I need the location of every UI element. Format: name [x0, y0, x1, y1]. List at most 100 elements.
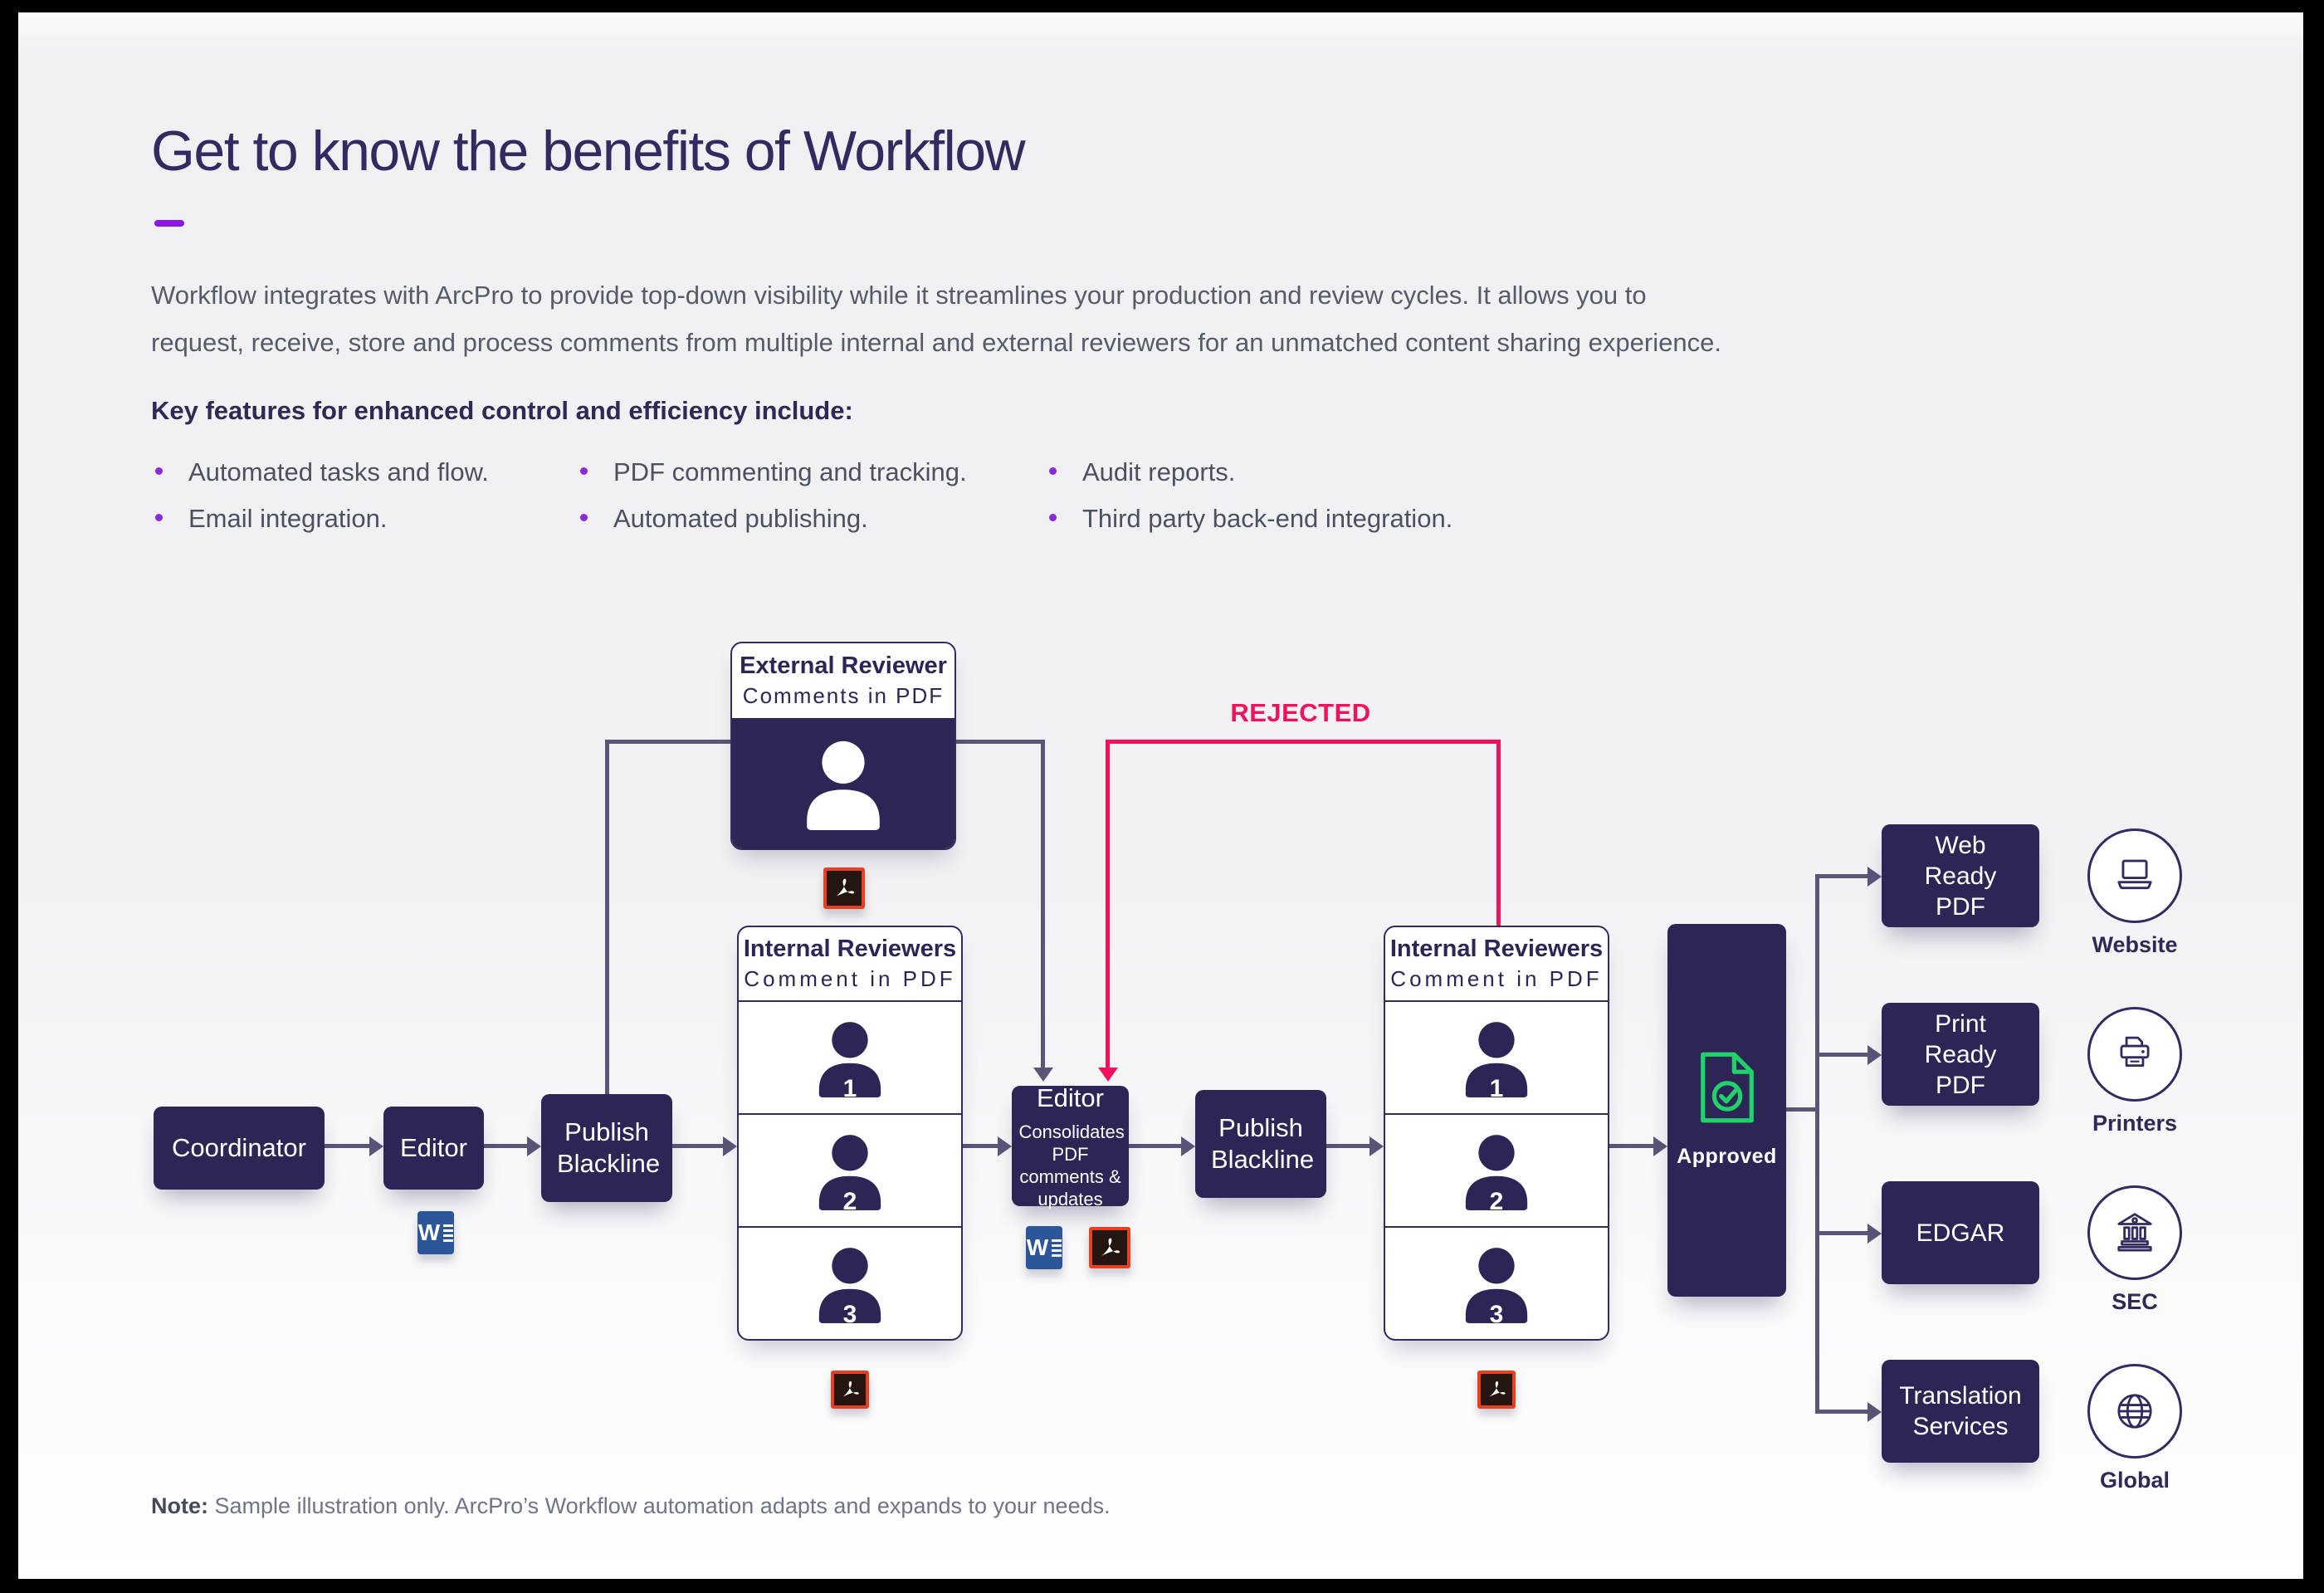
feature-item: Email integration.	[155, 504, 388, 534]
edgar-node: EDGAR	[1882, 1181, 2039, 1284]
internal-reviewers-2-title: Internal Reviewers	[1389, 936, 1604, 962]
arrow-to-web-ready	[1818, 866, 1882, 887]
external-reviewer-panel: External Reviewer Comments in PDF	[730, 642, 956, 850]
reviewer-number: 1	[1489, 1075, 1504, 1102]
feature-label: Audit reports.	[1082, 457, 1236, 486]
internal-reviewers-2-panel: Internal Reviewers Comment in PDF 1 2 3	[1384, 926, 1609, 1341]
acrobat-pdf-icon	[823, 867, 865, 909]
content-card: Get to know the benefits of Workflow Wor…	[18, 12, 2303, 1579]
word-letter: W	[1026, 1234, 1049, 1260]
feature-label: Automated publishing.	[613, 504, 868, 533]
globe-icon	[2117, 1394, 2152, 1429]
arrow-to-translation	[1818, 1401, 1882, 1422]
printers-label: Printers	[2092, 1111, 2178, 1136]
arrow-editor2-publish2	[1129, 1136, 1195, 1156]
feature-item: Audit reports.	[1049, 457, 1236, 487]
word-doc-icon: W	[1026, 1226, 1062, 1269]
publish-blackline-1-label: Publish Blackline	[557, 1117, 661, 1178]
global-label: Global	[2099, 1468, 2170, 1493]
connector-approved-out	[1786, 1107, 1818, 1112]
features-heading: Key features for enhanced control and ef…	[151, 396, 853, 425]
word-letter: W	[417, 1219, 441, 1245]
bullet-dot-icon	[1049, 514, 1057, 521]
feature-item: Automated publishing.	[580, 504, 868, 534]
feature-label: PDF commenting and tracking.	[613, 457, 967, 486]
reviewer-row: 3	[739, 1226, 961, 1339]
print-ready-pdf-node: Print Ready PDF	[1882, 1003, 2039, 1106]
word-doc-icon: W	[417, 1211, 454, 1254]
bullet-dot-icon	[1049, 467, 1057, 475]
rejected-line-from-reviewers	[1496, 740, 1501, 929]
rejected-arrow-to-editor	[1097, 740, 1118, 1082]
edgar-label: EDGAR	[1916, 1219, 2005, 1247]
internal-reviewers-2-header: Internal Reviewers Comment in PDF	[1385, 927, 1608, 1002]
arrow-reviewers2-approved	[1609, 1136, 1667, 1156]
external-reviewer-header: External Reviewer Comments in PDF	[732, 643, 954, 718]
external-reviewer-subtitle: Comments in PDF	[742, 683, 945, 708]
reviewer-row: 2	[1385, 1113, 1608, 1226]
footnote-text: Sample illustration only. ArcPro’s Workf…	[214, 1493, 1111, 1518]
bullet-dot-icon	[580, 514, 588, 521]
web-ready-pdf-label: Web Ready PDF	[1924, 831, 1997, 921]
acrobat-pdf-icon	[1477, 1371, 1516, 1409]
global-circle	[2087, 1364, 2182, 1459]
internal-reviewers-1-subtitle: Comment in PDF	[744, 966, 956, 991]
word-doc-lines	[1052, 1239, 1062, 1257]
person-icon	[818, 1134, 881, 1210]
acrobat-pdf-icon	[1089, 1227, 1130, 1268]
translation-services-node: Translation Services	[1882, 1360, 2039, 1463]
arrow-publish1-reviewers1	[672, 1136, 737, 1156]
person-icon	[818, 1021, 881, 1097]
printer-icon	[2120, 1036, 2150, 1068]
reviewer-row: 3	[1385, 1226, 1608, 1339]
bank-icon	[2117, 1213, 2152, 1252]
bullet-dot-icon	[155, 467, 163, 475]
arrow-editor-publish1	[484, 1136, 541, 1156]
word-doc-lines	[443, 1224, 454, 1242]
coordinator-node: Coordinator	[154, 1107, 325, 1190]
person-icon	[1465, 1134, 1528, 1210]
approved-document-icon	[1700, 1052, 1754, 1122]
rejected-line-top	[1106, 740, 1501, 744]
distribution-line	[1815, 874, 1819, 1414]
website-label: Website	[2092, 932, 2178, 957]
translation-services-label: Translation Services	[1899, 1382, 2022, 1440]
website-circle	[2087, 828, 2182, 923]
reviewer-number: 3	[842, 1301, 857, 1328]
internal-reviewers-1-panel: Internal Reviewers Comment in PDF 1 2 3	[737, 926, 963, 1341]
page-title: Get to know the benefits of Workflow	[151, 120, 1026, 183]
sec-label: SEC	[2112, 1289, 2158, 1314]
feature-item: Automated tasks and flow.	[155, 457, 489, 487]
title-accent-dash	[154, 220, 184, 227]
internal-reviewers-1-header: Internal Reviewers Comment in PDF	[739, 927, 961, 1002]
intro-line-1: Workflow integrates with ArcPro to provi…	[151, 281, 1647, 310]
rejected-label: REJECTED	[1230, 698, 1371, 727]
sec-circle	[2087, 1185, 2182, 1280]
publish-blackline-2-node: Publish Blackline	[1195, 1090, 1326, 1198]
editor-label: Editor	[400, 1133, 467, 1162]
arrow-publish2-reviewers2	[1326, 1136, 1384, 1156]
bullet-dot-icon	[580, 467, 588, 475]
publish-blackline-1-node: Publish Blackline	[541, 1094, 672, 1202]
person-icon	[818, 1247, 881, 1323]
publish-blackline-2-label: Publish Blackline	[1211, 1113, 1315, 1174]
person-icon	[807, 740, 880, 830]
laptop-icon	[2117, 859, 2152, 890]
arrow-to-edgar	[1818, 1223, 1882, 1244]
arrow-coordinator-editor	[325, 1136, 383, 1156]
external-reviewer-title: External Reviewer	[740, 652, 947, 679]
reviewer-number: 2	[842, 1188, 857, 1215]
print-ready-pdf-label: Print Ready PDF	[1924, 1009, 1997, 1099]
footnote: Note: Sample illustration only. ArcPro’s…	[151, 1493, 1111, 1519]
reviewer-row: 1	[739, 1002, 961, 1113]
feature-item: Third party back-end integration.	[1049, 504, 1453, 534]
printers-circle	[2087, 1007, 2182, 1102]
editor-node: Editor	[383, 1107, 484, 1190]
feature-label: Third party back-end integration.	[1082, 504, 1453, 533]
feature-label: Automated tasks and flow.	[188, 457, 489, 486]
footnote-label: Note:	[151, 1493, 208, 1518]
editor-consolidates-title: Editor	[1037, 1082, 1104, 1112]
approved-label: Approved	[1677, 1144, 1777, 1168]
reviewer-row: 1	[1385, 1002, 1608, 1113]
approved-node: Approved	[1667, 924, 1786, 1297]
